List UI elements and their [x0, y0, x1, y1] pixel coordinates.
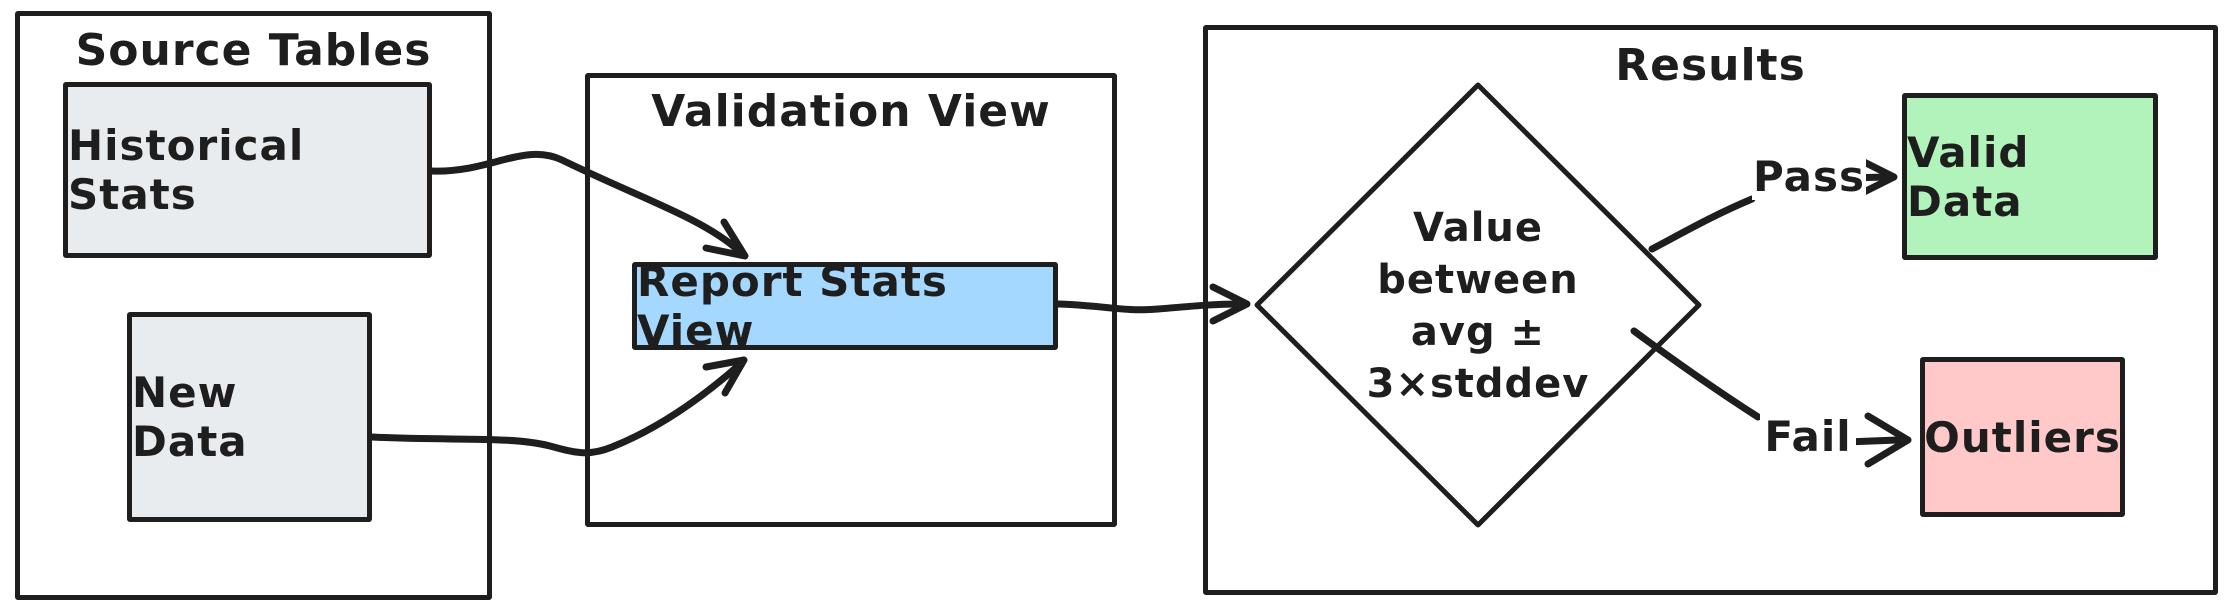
- container-source-tables: Source Tables: [15, 11, 492, 600]
- decision-line-1: Value: [1412, 205, 1544, 251]
- node-historical-stats: Historical Stats: [63, 82, 432, 258]
- container-validation-view-title: Validation View: [651, 86, 1051, 137]
- node-historical-stats-label: Historical Stats: [68, 121, 305, 219]
- node-report-stats-view-label: Report Stats View: [637, 257, 948, 355]
- container-source-tables-title: Source Tables: [75, 25, 432, 76]
- node-decision-label: Value between avg ± 3×stddev: [1316, 200, 1640, 412]
- node-valid-data-label: Valid Data: [1907, 127, 2030, 226]
- node-valid-data: Valid Data: [1902, 93, 2158, 260]
- node-report-stats-view: Report Stats View: [632, 257, 1058, 355]
- edge-fail-label: Fail: [1760, 412, 1856, 461]
- decision-line-4: 3×stddev: [1366, 361, 1590, 407]
- node-new-data-label: New Data: [132, 368, 248, 466]
- container-results-title: Results: [1615, 40, 1806, 91]
- decision-line-3: avg ±: [1410, 309, 1546, 355]
- container-validation-view: Validation View: [585, 73, 1117, 527]
- node-new-data: New Data: [127, 312, 372, 522]
- edge-pass-label: Pass: [1752, 151, 1866, 201]
- node-outliers: Outliers: [1920, 357, 2125, 517]
- decision-line-2: between: [1377, 257, 1579, 303]
- node-outliers-label: Outliers: [1924, 412, 2121, 462]
